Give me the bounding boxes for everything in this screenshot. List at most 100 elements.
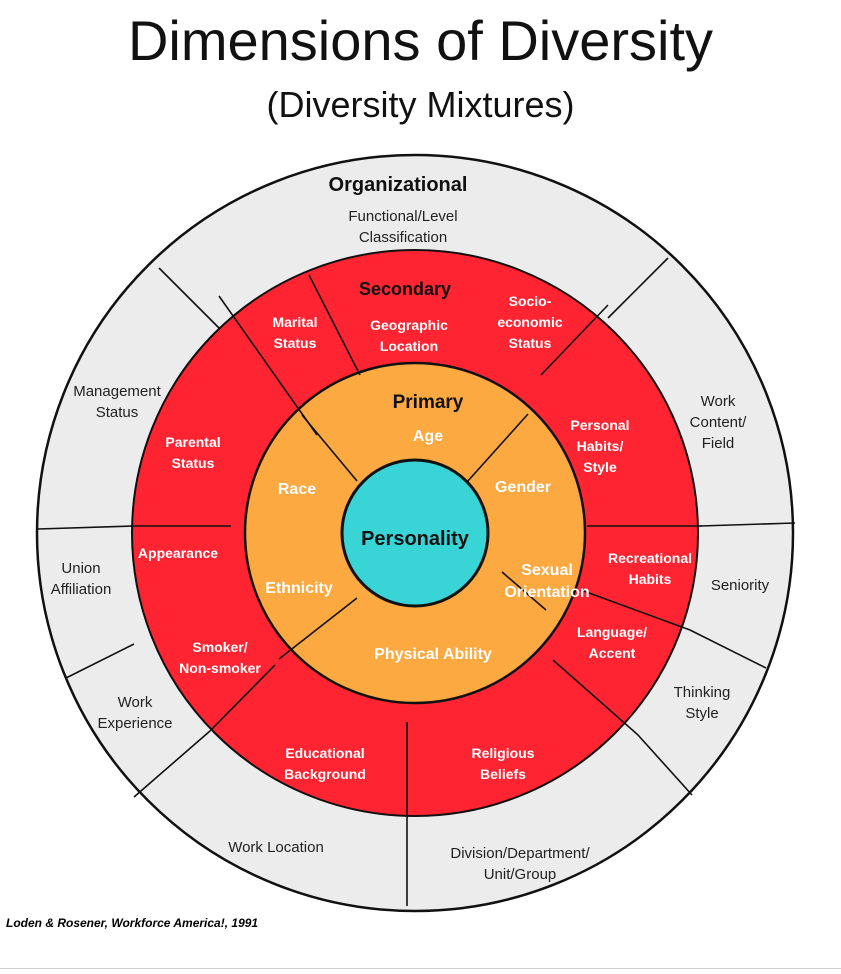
secondary-item-educational-background-line: Educational — [285, 745, 364, 761]
secondary-item-religious-beliefs-line: Religious — [471, 745, 534, 761]
divider-line — [308, 274, 361, 376]
divider-line — [218, 295, 318, 436]
primary-item-race: Race — [278, 481, 316, 498]
secondary-item-recreational-habits-line: Habits — [629, 571, 672, 587]
secondary-item-appearance-line: Appearance — [138, 545, 218, 561]
organizational-item-work-content-line: Field — [702, 435, 735, 452]
secondary-item-geographic-location-line: Geographic — [370, 317, 448, 333]
secondary-item-socio-economic-status-line: Socio- — [509, 293, 552, 309]
divider-line — [65, 643, 135, 679]
primary-item-race-line: Race — [278, 481, 316, 498]
organizational-item-division-line: Unit/Group — [484, 866, 557, 883]
divider-line — [133, 730, 211, 798]
divider-line — [278, 597, 358, 660]
divider-line — [607, 257, 669, 319]
organizational-item-work-experience-line: Experience — [97, 715, 172, 732]
divider-line — [158, 267, 220, 329]
divider-line — [637, 734, 693, 796]
secondary-header: Secondary — [359, 279, 451, 299]
page-subtitle: (Diversity Mixtures) — [266, 84, 575, 125]
divider-line — [540, 304, 609, 376]
organizational-item-division: Division/Department/Unit/Group — [450, 845, 590, 883]
organizational-item-division-line: Division/Department/ — [450, 845, 590, 862]
labels-layer: OrganizationalSecondaryPrimaryPersonalit… — [51, 174, 770, 883]
organizational-item-work-content-line: Content/ — [690, 414, 748, 431]
secondary-item-language-accent-line: Language/ — [577, 624, 647, 640]
secondary-item-personal-habits-style-line: Personal — [570, 417, 629, 433]
divider-line — [699, 522, 796, 527]
divider-line — [37, 525, 135, 530]
divider-line — [209, 664, 276, 732]
primary-header: Primary — [393, 392, 464, 413]
organizational-header: Organizational — [329, 174, 468, 196]
divider-line — [689, 629, 767, 669]
secondary-item-marital-status-line: Marital — [272, 314, 317, 330]
organizational-item-work-experience-line: Work — [118, 694, 153, 711]
organizational-item-union-affiliation-line: Union — [61, 560, 100, 577]
divider-line — [466, 413, 529, 483]
secondary-item-smoker-non-smoker-line: Non-smoker — [179, 660, 261, 676]
secondary-item-marital-status-line: Status — [274, 335, 317, 351]
primary-item-ethnicity-line: Ethnicity — [265, 580, 333, 597]
secondary-item-educational-background-line: Background — [284, 766, 366, 782]
organizational-item-seniority: Seniority — [711, 577, 770, 594]
page-title: Dimensions of Diversity — [127, 9, 714, 72]
primary-item-physical-ability: Physical Ability — [374, 646, 492, 663]
organizational-item-seniority-line: Seniority — [711, 577, 770, 594]
bottom-divider — [0, 968, 841, 969]
secondary-item-geographic-location-line: Location — [380, 338, 438, 354]
organizational-item-work-content-line: Work — [701, 393, 736, 410]
personality-label: Personality — [361, 528, 470, 550]
secondary-item-personal-habits-style-line: Style — [583, 459, 617, 475]
divider-line — [580, 589, 691, 631]
organizational-item-union-affiliation-line: Affiliation — [51, 581, 112, 598]
secondary-item-religious-beliefs-line: Beliefs — [480, 766, 526, 782]
citation: Loden & Rosener, Workforce America!, 199… — [6, 916, 259, 930]
organizational-item-work-location-line: Work Location — [228, 839, 324, 856]
secondary-item-language-accent: Language/Accent — [577, 624, 647, 661]
secondary-item-smoker-non-smoker-line: Smoker/ — [192, 639, 247, 655]
personality-core — [340, 458, 490, 608]
organizational-item-functional-level-line: Functional/Level — [348, 208, 457, 225]
primary-item-physical-ability-line: Physical Ability — [374, 646, 492, 663]
organizational-item-thinking-style-line: Thinking — [674, 684, 731, 701]
secondary-item-socio-economic-status-line: economic — [497, 314, 563, 330]
primary-item-sexual-orientation-line: Orientation — [504, 584, 589, 601]
secondary-item-socio-economic-status-line: Status — [509, 335, 552, 351]
primary-item-age-line: Age — [413, 428, 443, 445]
divider-line — [501, 571, 547, 611]
organizational-item-management-status-line: Status — [96, 404, 139, 421]
primary-item-age: Age — [413, 428, 443, 445]
divider-line — [552, 659, 639, 736]
secondary-item-language-accent-line: Accent — [589, 645, 636, 661]
primary-item-gender-line: Gender — [495, 479, 551, 496]
secondary-item-recreational-habits-line: Recreational — [608, 550, 692, 566]
primary-item-ethnicity: Ethnicity — [265, 580, 333, 597]
secondary-item-appearance: Appearance — [138, 545, 218, 561]
organizational-item-work-location: Work Location — [228, 839, 324, 856]
secondary-item-parental-status-line: Parental — [165, 434, 220, 450]
secondary-item-parental-status-line: Status — [172, 455, 215, 471]
organizational-item-thinking-style-line: Style — [685, 705, 718, 722]
organizational-item-functional-level-line: Classification — [359, 229, 447, 246]
organizational-item-management-status-line: Management — [73, 383, 161, 400]
secondary-item-smoker-non-smoker: Smoker/Non-smoker — [179, 639, 261, 676]
dividers-layer — [37, 257, 796, 906]
secondary-item-personal-habits-style-line: Habits/ — [577, 438, 624, 454]
primary-item-sexual-orientation-line: Sexual — [521, 562, 573, 579]
